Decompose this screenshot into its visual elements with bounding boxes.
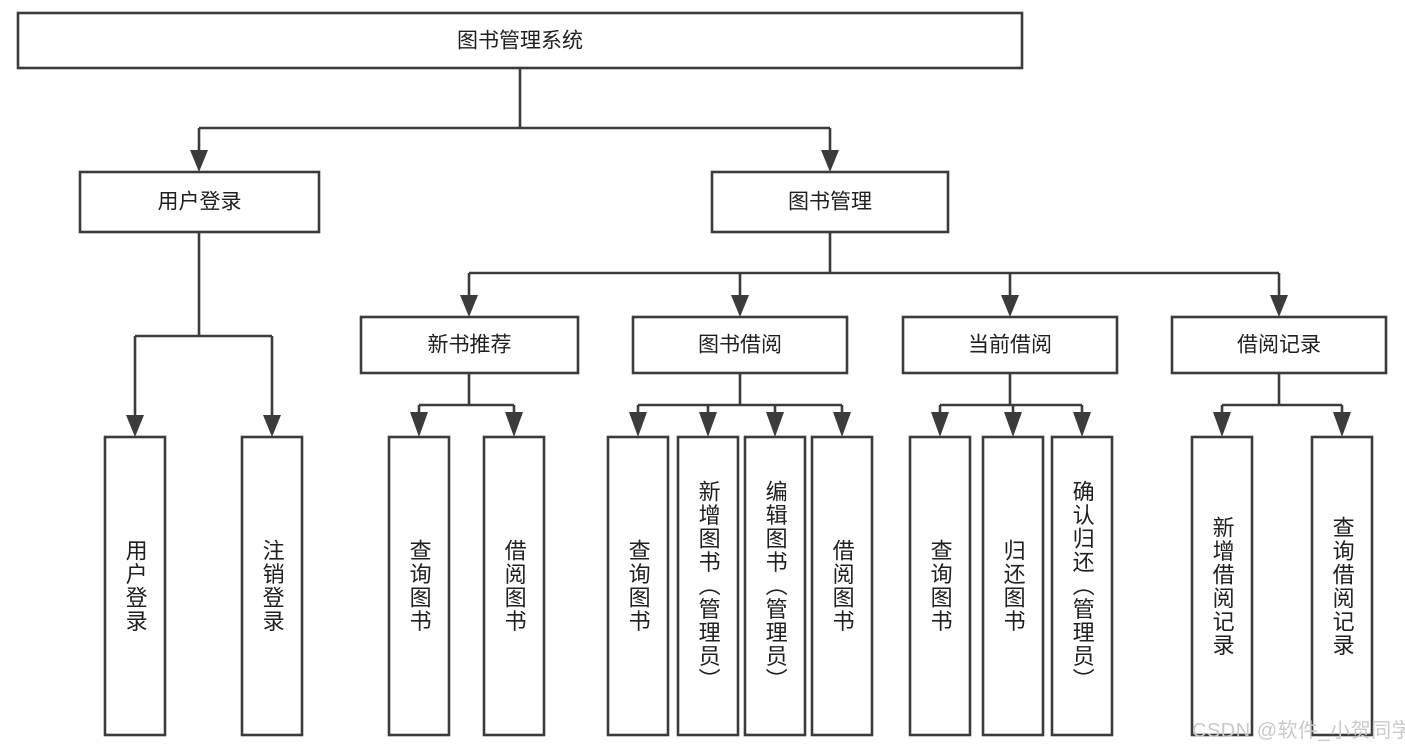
node-current-borrow-label: 当前借阅 [968,334,1052,357]
arrow-head-leaf-add-book [699,412,717,437]
node-user-login-label: 用户登录 [158,191,242,214]
arrow-head-leaf-query-book-borrow [629,412,647,437]
arrow-head-leaf-query-borrow-record [1333,412,1351,437]
connector-group-current-borrow [931,373,1091,437]
node-book-borrow-label: 图书借阅 [698,334,782,357]
node-root-label: 图书管理系统 [457,30,583,53]
connector-group-book-borrow [629,373,851,437]
node-borrow-record-label: 借阅记录 [1237,334,1321,357]
node-user-login-box[interactable] [78,170,321,234]
leaf-query-book-borrow-box[interactable] [606,435,670,737]
connector-group-user-login [126,232,281,437]
arrow-head-book-manage [821,150,839,172]
leaf-add-borrow-record-box[interactable] [1190,435,1254,737]
arrow-head-leaf-add-borrow-record [1213,412,1231,437]
arrow-head-current-borrow [1001,295,1019,317]
leaf-user-logout-box[interactable] [240,435,304,737]
node-book-manage-box[interactable] [710,170,950,234]
connector-group-root [190,68,839,172]
arrow-head-leaf-user-login [126,415,144,437]
node-new-book-recommend-label: 新书推荐 [428,334,512,357]
leaf-user-login-box[interactable] [103,435,167,737]
node-book-manage-label: 图书管理 [788,191,872,214]
leaf-add-book-box[interactable] [676,435,740,737]
node-root[interactable]: 图书管理系统 [16,11,1024,70]
arrow-head-leaf-borrow-book [833,412,851,437]
arrow-head-leaf-confirm-return [1073,412,1091,437]
leaf-query-book-recommend-box[interactable] [387,435,451,737]
leaf-query-book-current-box[interactable] [908,435,972,737]
node-root-box[interactable] [16,11,1024,70]
leaf-return-book-box[interactable] [981,435,1045,737]
node-borrow-record-box[interactable] [1170,315,1388,375]
node-new-book-recommend-box[interactable] [359,315,580,375]
leaf-edit-book-box[interactable] [743,435,807,737]
leaf-borrow-book-recommend-box[interactable] [482,435,546,737]
arrow-head-borrow-record [1270,295,1288,317]
arrow-head-book-borrow [731,295,749,317]
leaf-node-group [103,435,1374,737]
node-borrow-record[interactable]: 借阅记录 [1170,315,1388,375]
connector-group-new-book-recommend [410,373,523,437]
arrow-head-leaf-user-logout [263,415,281,437]
arrow-head-leaf-query-book-recommend [410,412,428,437]
node-current-borrow[interactable]: 当前借阅 [901,315,1119,375]
arrow-head-leaf-return-book [1004,412,1022,437]
leaf-borrow-book-box[interactable] [810,435,874,737]
arrow-head-leaf-borrow-book-recommend [505,412,523,437]
node-new-book-recommend[interactable]: 新书推荐 [359,315,580,375]
arrow-head-user-login [190,150,208,172]
connector-group-borrow-record [1213,373,1351,437]
node-book-borrow-box[interactable] [631,315,849,375]
leaf-confirm-return-box[interactable] [1050,435,1114,737]
node-book-borrow[interactable]: 图书借阅 [631,315,849,375]
leaf-query-borrow-record-box[interactable] [1310,435,1374,737]
arrow-head-leaf-edit-book [766,412,784,437]
csdn-watermark: CSDN @软件_小贺同学 [1192,720,1405,742]
node-book-manage[interactable]: 图书管理 [710,170,950,234]
node-current-borrow-box[interactable] [901,315,1119,375]
arrow-head-leaf-query-book-current [931,412,949,437]
connector-group-book-manage [460,232,1288,317]
arrow-head-new-book-recommend [460,295,478,317]
node-user-login[interactable]: 用户登录 [78,170,321,234]
